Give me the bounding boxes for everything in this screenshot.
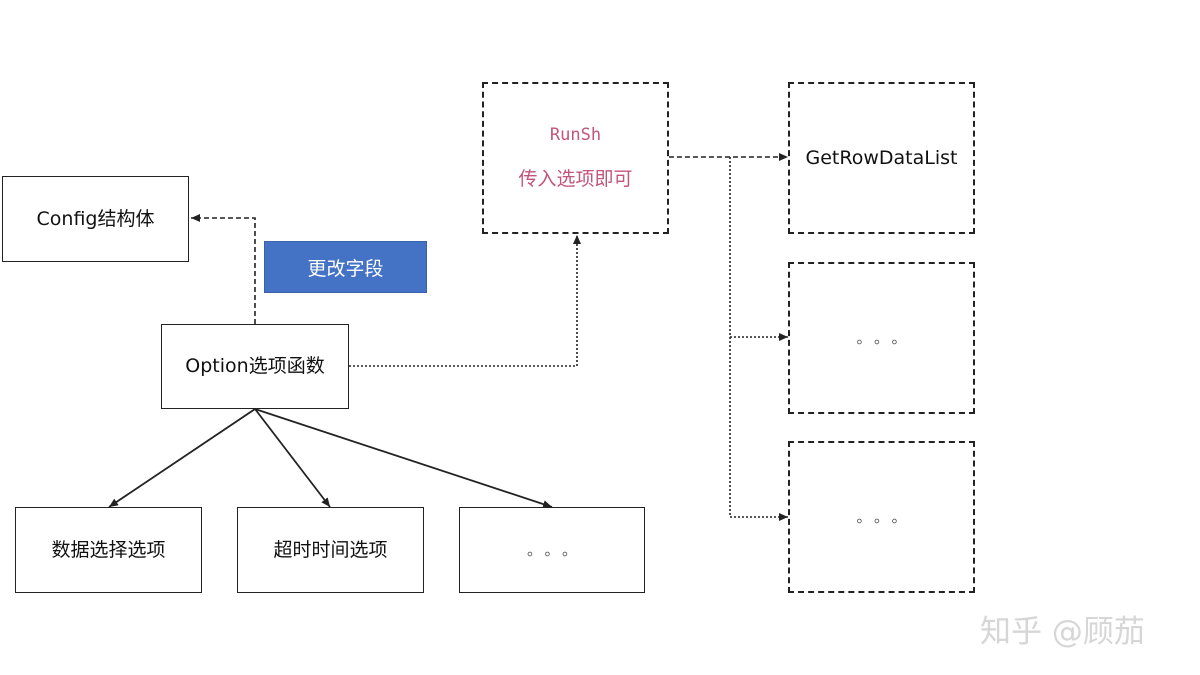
more-options-label: 。。。 <box>526 541 587 559</box>
getrow-datalist-label: GetRowDataList <box>805 146 958 169</box>
ellipsis-box-right-2: 。。。 <box>788 441 975 593</box>
option-to-more-arrow <box>254 408 553 508</box>
timeout-option-box: 超时时间选项 <box>237 507 424 593</box>
config-struct-label: Config结构体 <box>36 207 155 230</box>
ellipsis-box-right-1: 。。。 <box>788 262 975 414</box>
change-field-text: 更改字段 <box>307 257 384 280</box>
zhihu-watermark: 知乎 @顾茄 <box>980 614 1145 650</box>
data-select-option-label: 数据选择选项 <box>51 538 166 561</box>
option-function-label: Option选项函数 <box>185 355 325 378</box>
ellipsis-right-2-label: 。。。 <box>856 508 917 526</box>
runsh-box: RunSh 传入选项即可 <box>482 82 669 234</box>
ellipsis-right-1-label: 。。。 <box>856 329 917 347</box>
runsh-description: 传入选项即可 <box>518 167 633 190</box>
more-options-box: 。。。 <box>459 507 645 593</box>
getrow-datalist-box: GetRowDataList <box>788 82 975 234</box>
option-to-timeout-arrow <box>254 408 331 508</box>
change-field-label: 更改字段 <box>264 241 427 293</box>
data-select-option-box: 数据选择选项 <box>15 507 202 593</box>
option-to-runsh-arrow <box>349 235 581 367</box>
timeout-option-label: 超时时间选项 <box>273 538 388 561</box>
option-to-data-select-arrow <box>108 408 256 508</box>
config-struct-box: Config结构体 <box>2 176 189 262</box>
runsh-code-label: RunSh <box>549 125 602 146</box>
option-function-box: Option选项函数 <box>161 324 349 409</box>
option-to-config-arrow <box>191 214 256 324</box>
